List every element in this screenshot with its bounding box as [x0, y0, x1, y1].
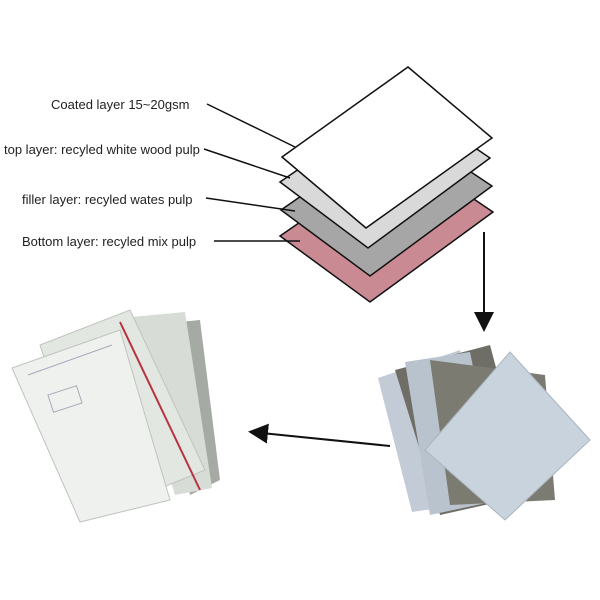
envelopes-image: [11, 309, 220, 523]
board-sheets-image: [378, 345, 591, 521]
top-leader: [203, 148, 291, 179]
bottom-layer-label: Bottom layer: recyled mix pulp: [22, 234, 197, 249]
coated-layer-sheet: [280, 66, 494, 229]
coated-layer-label: Coated layer 15~20gsm: [51, 97, 190, 112]
filler-layer-label: filler layer: recyled wates pulp: [22, 192, 193, 207]
top-layer-label: top layer: recyled white wood pulp: [4, 142, 200, 157]
filler-leader: [205, 197, 296, 212]
left-arrow: [248, 423, 391, 447]
coated-leader: [206, 103, 296, 148]
